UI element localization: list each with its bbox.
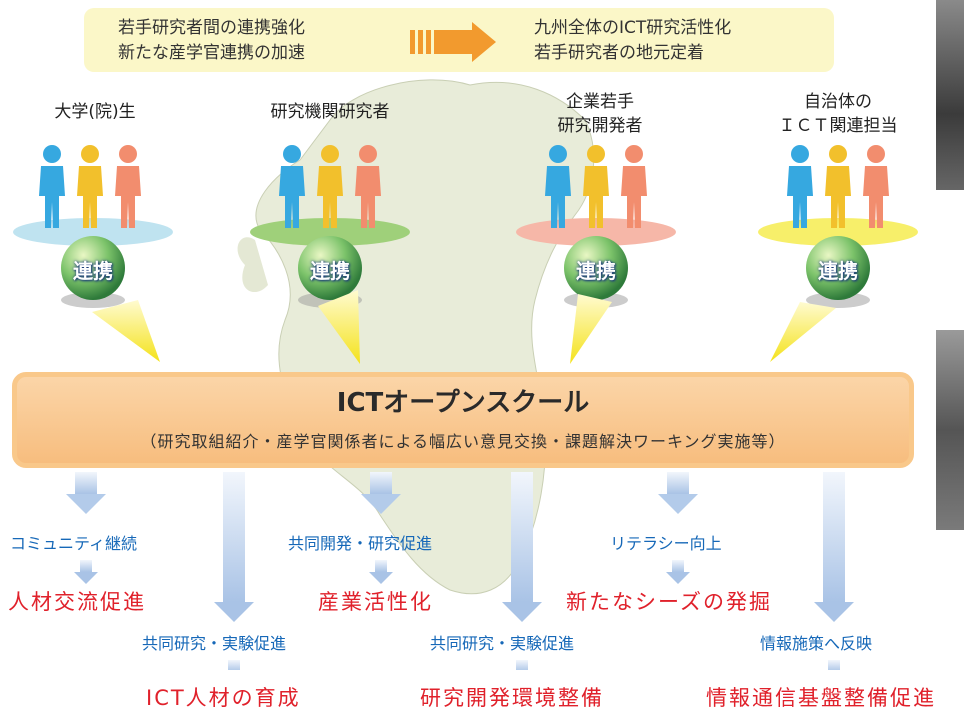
group-label-students-line: 大学(院)生 [54,102,136,122]
link-sphere [61,236,125,300]
outcome-label-literacy: リテラシー向上 [610,534,722,553]
group-label-municipality: 自治体の ＩＣＴ関連担当 [748,90,928,138]
group-researchers [250,145,410,364]
link-label-4: 連携 [818,259,858,283]
group-label-company: 企業若手 研究開発者 [520,90,680,138]
group-company [516,145,676,364]
group-label-municipality-line-1: 自治体の [804,92,872,112]
outcome-label-community: コミュニティ継続 [10,534,138,553]
ict-open-school-box [12,372,914,468]
arrow-down-icon [214,472,254,622]
banner-right-line-2: 若手研究者の地元定着 [534,43,704,63]
link-arrow [92,300,160,362]
link-arrow [318,290,360,364]
person-icon [317,145,343,228]
arrow-down-icon [822,660,846,670]
group-label-students: 大学(院)生 [20,100,170,124]
arrow-down-icon [361,472,401,514]
banner-arrow-icon [410,22,496,62]
arrow-down-icon [510,660,534,670]
link-label-3: 連携 [576,259,616,283]
person-icon [825,145,851,228]
outcome-label-joint-research-2: 共同研究・実験促進 [430,634,575,653]
outcome-label-joint-dev: 共同開発・研究促進 [288,534,433,553]
outcome-result-ict-talent: ICT人材の育成 [146,686,301,710]
link-label-1: 連携 [73,259,113,283]
group-label-researchers-line: 研究機関研究者 [270,102,390,122]
arrow-down-icon [74,560,98,584]
link-label-2: 連携 [310,259,350,283]
ict-open-school-title: ICTオープンスクール [336,388,590,418]
link-sphere [298,236,362,300]
group-label-company-line-2: 研究開発者 [557,116,643,136]
arrow-down-icon [658,472,698,514]
outcome-result-rd-env: 研究開発環境整備 [420,686,604,710]
person-icon [545,145,571,228]
banner-left-line-2: 新たな産学官連携の加速 [118,43,305,63]
outcome-result-exchange: 人材交流促進 [8,590,146,614]
link-arrow [570,294,612,364]
outcome-label-policy: 情報施策へ反映 [760,634,873,653]
arrow-down-icon [369,560,393,584]
banner-left-line-1: 若手研究者間の連携強化 [118,18,305,38]
outcome-result-industry: 産業活性化 [318,590,433,614]
banner-right-text: 九州全体のICT研究活性化 若手研究者の地元定着 [534,16,731,66]
person-icon [77,145,103,228]
person-icon [355,145,381,228]
banner-left-text: 若手研究者間の連携強化 新たな産学官連携の加速 [118,16,305,66]
outcome-result-seeds: 新たなシーズの発掘 [566,590,772,614]
link-sphere [564,236,628,300]
arrow-down-icon [222,660,246,670]
person-icon [279,145,305,228]
arrow-down-icon [502,472,542,622]
link-sphere [806,236,870,300]
outcome-result-infrastructure: 情報通信基盤整備促進 [706,686,936,710]
group-students [13,145,173,362]
person-icon [583,145,609,228]
person-icon [39,145,65,228]
person-icon [863,145,889,228]
link-arrow [770,302,836,362]
arrow-down-icon [814,472,854,622]
group-label-researchers: 研究機関研究者 [235,100,425,124]
arrow-down-icon [66,472,106,514]
person-icon [115,145,141,228]
ict-open-school-subtitle: （研究取組紹介・産学官関係者による幅広い意見交換・課題解決ワーキング実施等） [140,432,786,451]
arrow-down-icon [666,560,690,584]
group-municipality [758,145,918,362]
photo-bottom-right [936,330,964,530]
person-icon [621,145,647,228]
banner-right-line-1: 九州全体のICT研究活性化 [534,18,732,38]
photo-top-right [936,0,964,190]
person-icon [787,145,813,228]
groups-illustration [13,145,918,364]
group-label-municipality-line-2: ＩＣＴ関連担当 [778,116,898,136]
group-label-company-line-1: 企業若手 [566,92,634,112]
outcome-label-joint-research-1: 共同研究・実験促進 [142,634,287,653]
